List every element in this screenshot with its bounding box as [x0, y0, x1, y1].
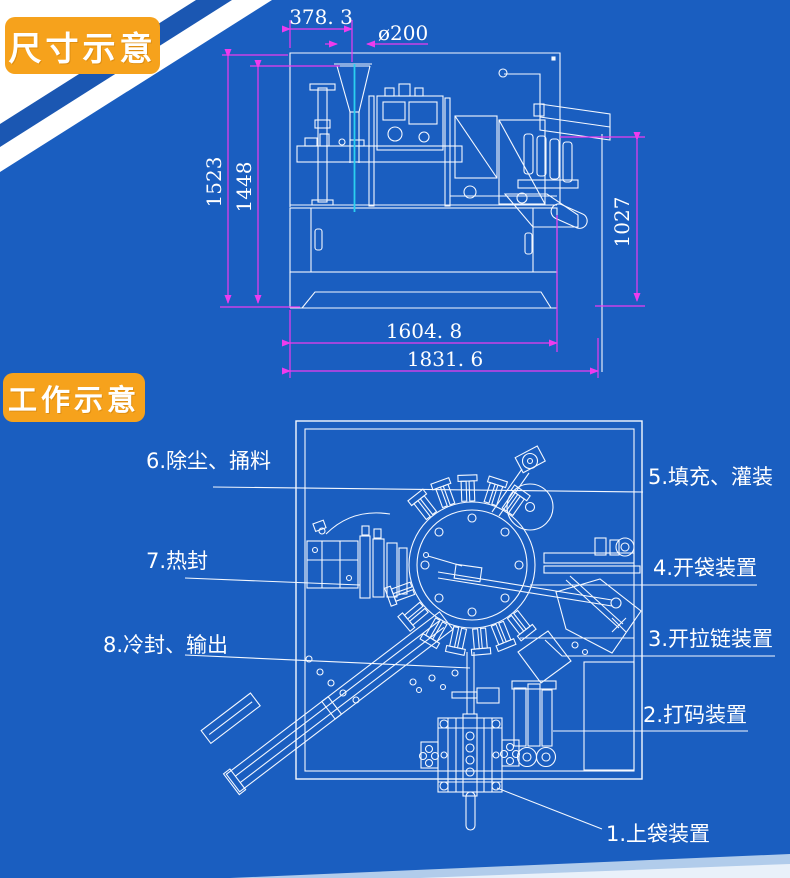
- bolt-dots: [305, 641, 589, 704]
- support-stand: [309, 83, 336, 206]
- dimension-texts: 378. 3 ø200 1523 1448 1027 1604. 8 1831.…: [202, 5, 634, 371]
- station-label-3: 3.开拉链装置: [648, 627, 773, 651]
- dimension-section-badge: 尺寸示意: [5, 17, 160, 74]
- outfeed-chute: [290, 193, 588, 229]
- transfer-arm: [422, 551, 622, 609]
- dim-width-base: 1604. 8: [386, 319, 462, 343]
- dim-height-frame: 1448: [232, 162, 256, 213]
- station-labels: 6.除尘、捅料 5.填充、灌装 7.热封 4.开袋装置 8.冷封、输出 3.开拉…: [103, 449, 773, 846]
- station-label-2: 2.打码装置: [643, 703, 747, 727]
- dim-hopper-offset: 378. 3: [289, 5, 353, 29]
- rotary-turntable: [408, 501, 536, 629]
- working-section-badge: 工作示意: [3, 373, 145, 422]
- side-table: [583, 661, 635, 771]
- swing-arm: [498, 68, 545, 117]
- bag-loading-device: [418, 652, 521, 831]
- dim-height-overall: 1523: [202, 157, 226, 208]
- dim-width-overall: 1831. 6: [407, 347, 483, 371]
- bag-opening-assembly: [520, 537, 642, 654]
- machinery-panels: [454, 115, 546, 205]
- leader-lines: [184, 486, 775, 830]
- machine-top-view-drawing: [184, 420, 775, 831]
- dimension-lines: [220, 20, 645, 378]
- zipper-opening-device: [517, 630, 572, 684]
- bottom-stripe-decoration: [230, 854, 790, 878]
- machine-frame: [289, 52, 561, 207]
- station-label-8: 8.冷封、输出: [103, 633, 228, 657]
- work-platform: [296, 133, 463, 163]
- dim-height-right: 1027: [610, 197, 634, 248]
- machine-base: [289, 271, 558, 309]
- hopper-funnel: [334, 63, 372, 163]
- coding-device: [511, 680, 557, 768]
- machine-side-view-drawing: [289, 52, 611, 372]
- output-conveyor: [200, 611, 454, 796]
- station-label-5: 5.填充、灌装: [648, 465, 773, 489]
- station-label-4: 4.开袋装置: [653, 556, 757, 580]
- station-label-1: 1.上袋装置: [606, 822, 710, 846]
- station-label-6: 6.除尘、捅料: [146, 449, 271, 473]
- table-border: [295, 420, 643, 780]
- machine-head: [368, 83, 451, 207]
- gripper-fingers: [383, 474, 537, 656]
- bag-magazine: [517, 103, 611, 189]
- base-cabinet: [289, 207, 558, 273]
- film-spool: [491, 445, 554, 531]
- heat-seal-assembly: [306, 512, 408, 599]
- station-label-7: 7.热封: [146, 549, 208, 573]
- dim-hopper-diameter: ø200: [378, 21, 428, 45]
